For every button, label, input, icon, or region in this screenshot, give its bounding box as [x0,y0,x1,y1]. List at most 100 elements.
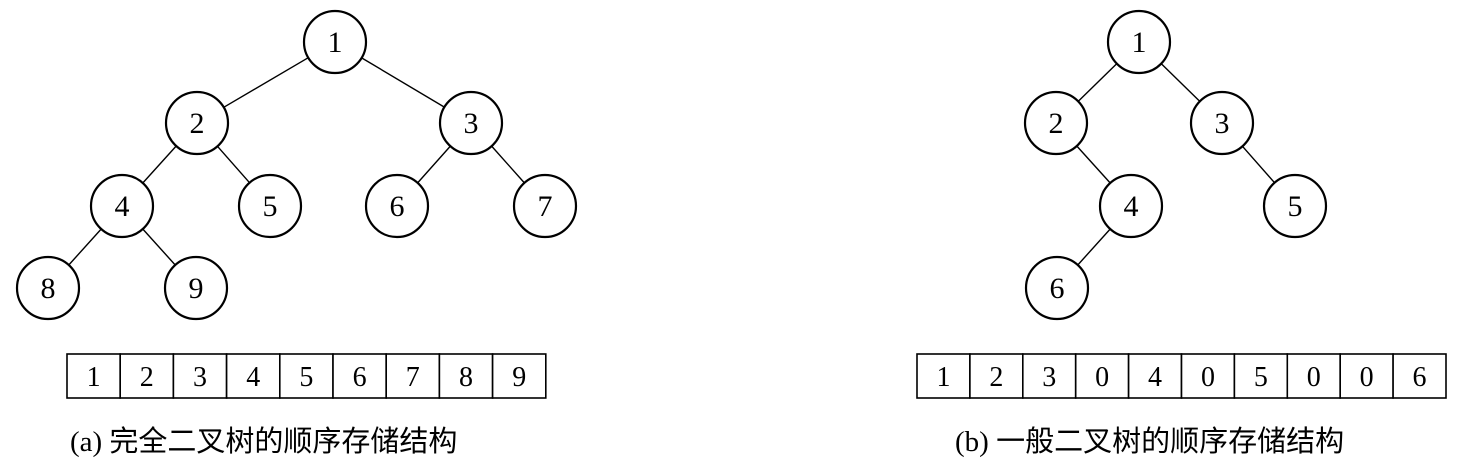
array-a-cell-value: 6 [353,362,367,393]
tree-a-edge-2-5 [216,145,251,184]
array-b-cell-box [1392,353,1447,399]
array-a-cell: 1 [66,353,122,399]
tree-a-node-9: 9 [163,255,229,321]
tree-b-node-4: 4 [1098,173,1164,239]
array-b-cell-box [1286,353,1342,399]
tree-a-node-circle [89,173,155,239]
array-b-cell-value: 0 [1307,362,1321,393]
tree-b-node-circle [1098,173,1164,239]
array-b-cell: 0 [1074,353,1130,399]
tree-b-node-circle [1189,90,1255,156]
caption-a: (a) 完全二叉树的顺序存储结构 [70,426,458,458]
tree-b-edge-1-3 [1160,63,1201,102]
tree-b-node-5: 5 [1262,173,1328,239]
tree-b-node-circle [1024,255,1090,321]
array-b-cell-value: 0 [1201,362,1215,393]
tree-b-node-2: 2 [1023,90,1089,156]
tree-a-node-3: 3 [438,90,504,156]
array-a-cell-value: 1 [87,362,101,393]
array-b-cell: 6 [1392,353,1447,399]
tree-a-edge-4-8 [68,228,102,266]
array-a-cell-box [491,353,547,399]
array-a-cell-value: 5 [299,362,313,393]
array-a-cell: 5 [278,353,334,399]
tree-b-node-circle [1023,90,1089,156]
tree-b-node-label: 5 [1288,190,1303,223]
array-b-cell: 0 [1339,353,1394,399]
array-a-cell-box [225,353,281,399]
tree-a-node-6: 6 [364,173,430,239]
tree-a-node-circle [302,9,368,75]
tree-b-node-label: 6 [1050,272,1065,305]
array-b-cell: 5 [1233,353,1289,399]
array-a-cell: 2 [119,353,175,399]
array-b-cell-value: 5 [1254,362,1268,393]
array-b-cell-value: 0 [1095,362,1109,393]
array-a-cell: 6 [332,353,388,399]
tree-b-node-circle [1106,9,1172,75]
array-b-cell-value: 4 [1148,362,1162,393]
tree-a-node-circle [163,255,229,321]
array-b-cell: 3 [1021,353,1077,399]
array-a-cell: 3 [172,353,228,399]
tree-a-node-label: 3 [464,107,479,140]
tree-b-general-binary-tree: 1 2 3 4 5 6 [1023,9,1328,321]
tree-a-edge-4-9 [142,228,176,266]
tree-a-edge-3-6 [417,145,451,184]
array-a-cell-value: 3 [193,362,207,393]
tree-b-edge-1-2 [1077,63,1118,102]
array-a-cell: 9 [491,353,547,399]
tree-a-node-label: 6 [390,190,405,223]
tree-b-node-label: 2 [1049,107,1064,140]
array-a-cell-value: 4 [246,362,260,393]
tree-a-complete-binary-tree: 1 2 3 4 5 6 7 8 9 [15,9,578,321]
array-a-cell-box [438,353,494,399]
tree-b-edge-3-5 [1241,145,1276,184]
tree-a-node-circle [364,173,430,239]
tree-a-node-circle [164,90,230,156]
tree-b-node-6: 6 [1024,255,1090,321]
array-a-cell-box [172,353,228,399]
array-b-cell-value: 6 [1413,362,1427,393]
tree-a-node-1: 1 [302,9,368,75]
tree-a-node-2: 2 [164,90,230,156]
tree-a-edge-1-2 [223,57,309,108]
tree-a-node-circle [237,173,303,239]
array-a-cell-box [385,353,441,399]
tree-a-node-circle [438,90,504,156]
tree-a-node-circle [15,255,81,321]
tree-a-node-7: 7 [512,173,578,239]
tree-a-edge-3-7 [491,145,525,184]
tree-b-edge-4-6 [1077,228,1111,266]
array-a-cell-value: 9 [512,362,526,393]
array-b-cell: 2 [969,353,1024,399]
array-a-cell: 4 [225,353,281,399]
array-a-cell-value: 8 [459,362,473,393]
tree-a-node-5: 5 [237,173,303,239]
tree-a-node-label: 4 [115,190,130,223]
array-a-cell-box [278,353,334,399]
tree-a-node-circle [512,173,578,239]
array-b-cell: 0 [1180,353,1236,399]
tree-a-node-label: 1 [328,26,343,59]
array-b-cell-value: 2 [989,362,1003,393]
tree-b-node-circle [1262,173,1328,239]
array-b-cell-value: 1 [936,362,950,393]
array-b-cell: 4 [1127,353,1183,399]
tree-a-node-8: 8 [15,255,81,321]
tree-b-node-1: 1 [1106,9,1172,75]
tree-a-node-label: 7 [538,190,553,223]
array-a-cell: 7 [385,353,441,399]
array-a-cell: 8 [438,353,494,399]
tree-b-edge-2-4 [1076,145,1111,184]
array-b-cell-box [1339,353,1394,399]
tree-b-node-label: 3 [1215,107,1230,140]
array-b-cell-value: 0 [1360,362,1374,393]
tree-b-node-label: 1 [1132,26,1147,59]
tree-a-node-label: 9 [189,272,204,305]
tree-b-node-label: 4 [1124,190,1139,223]
tree-a-node-4: 4 [89,173,155,239]
